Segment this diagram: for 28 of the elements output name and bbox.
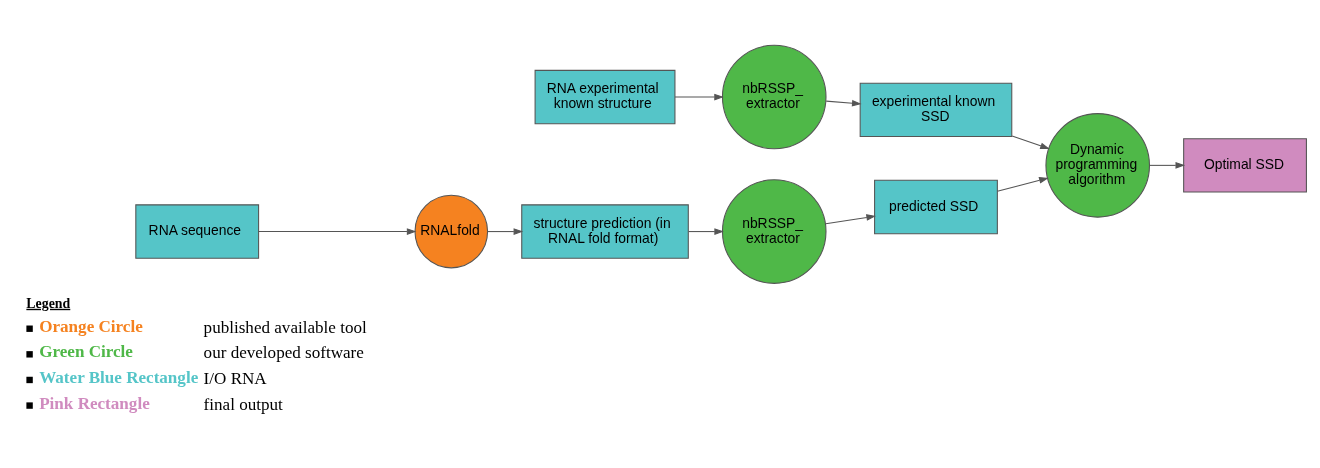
- label: published available tool: [203, 317, 367, 337]
- node-box: Optimal SSD: [1183, 137, 1307, 193]
- node-circle: nbRSSP_ extractor: [721, 44, 827, 149]
- legend-label: Green Circle: [39, 341, 133, 361]
- node-box: RNA sequence: [135, 203, 260, 259]
- node-box: predicted SSD: [874, 179, 998, 234]
- node-circle: Dynamic programming algorithm: [1045, 112, 1151, 218]
- legend-label: Water Blue Rectangle: [39, 367, 199, 387]
- label: final output: [203, 394, 283, 414]
- arrow: [688, 227, 724, 235]
- arrow: [674, 93, 724, 100]
- legend-label: Orange Circle: [39, 316, 143, 336]
- node-circle: nbRSSP_ extractor: [721, 178, 827, 284]
- label: our developed software: [203, 342, 364, 362]
- arrow: [996, 176, 1049, 192]
- arrow: [1149, 161, 1186, 169]
- arrow: [1011, 134, 1050, 149]
- node-box: structure prediction (in RNAL fold format): [521, 203, 689, 259]
- arrow: [487, 227, 524, 235]
- node-box: RNA experimental known structure: [534, 69, 676, 124]
- arrow: [825, 99, 862, 107]
- label: Legend: [26, 295, 71, 311]
- arrow: [825, 213, 876, 224]
- label: I/O RNA: [203, 368, 267, 388]
- node-box: experimental known SSD: [859, 82, 1013, 137]
- node-circle: RNALfold: [414, 194, 489, 268]
- arrow: [258, 227, 417, 235]
- legend-label: Pink Rectangle: [39, 393, 150, 413]
